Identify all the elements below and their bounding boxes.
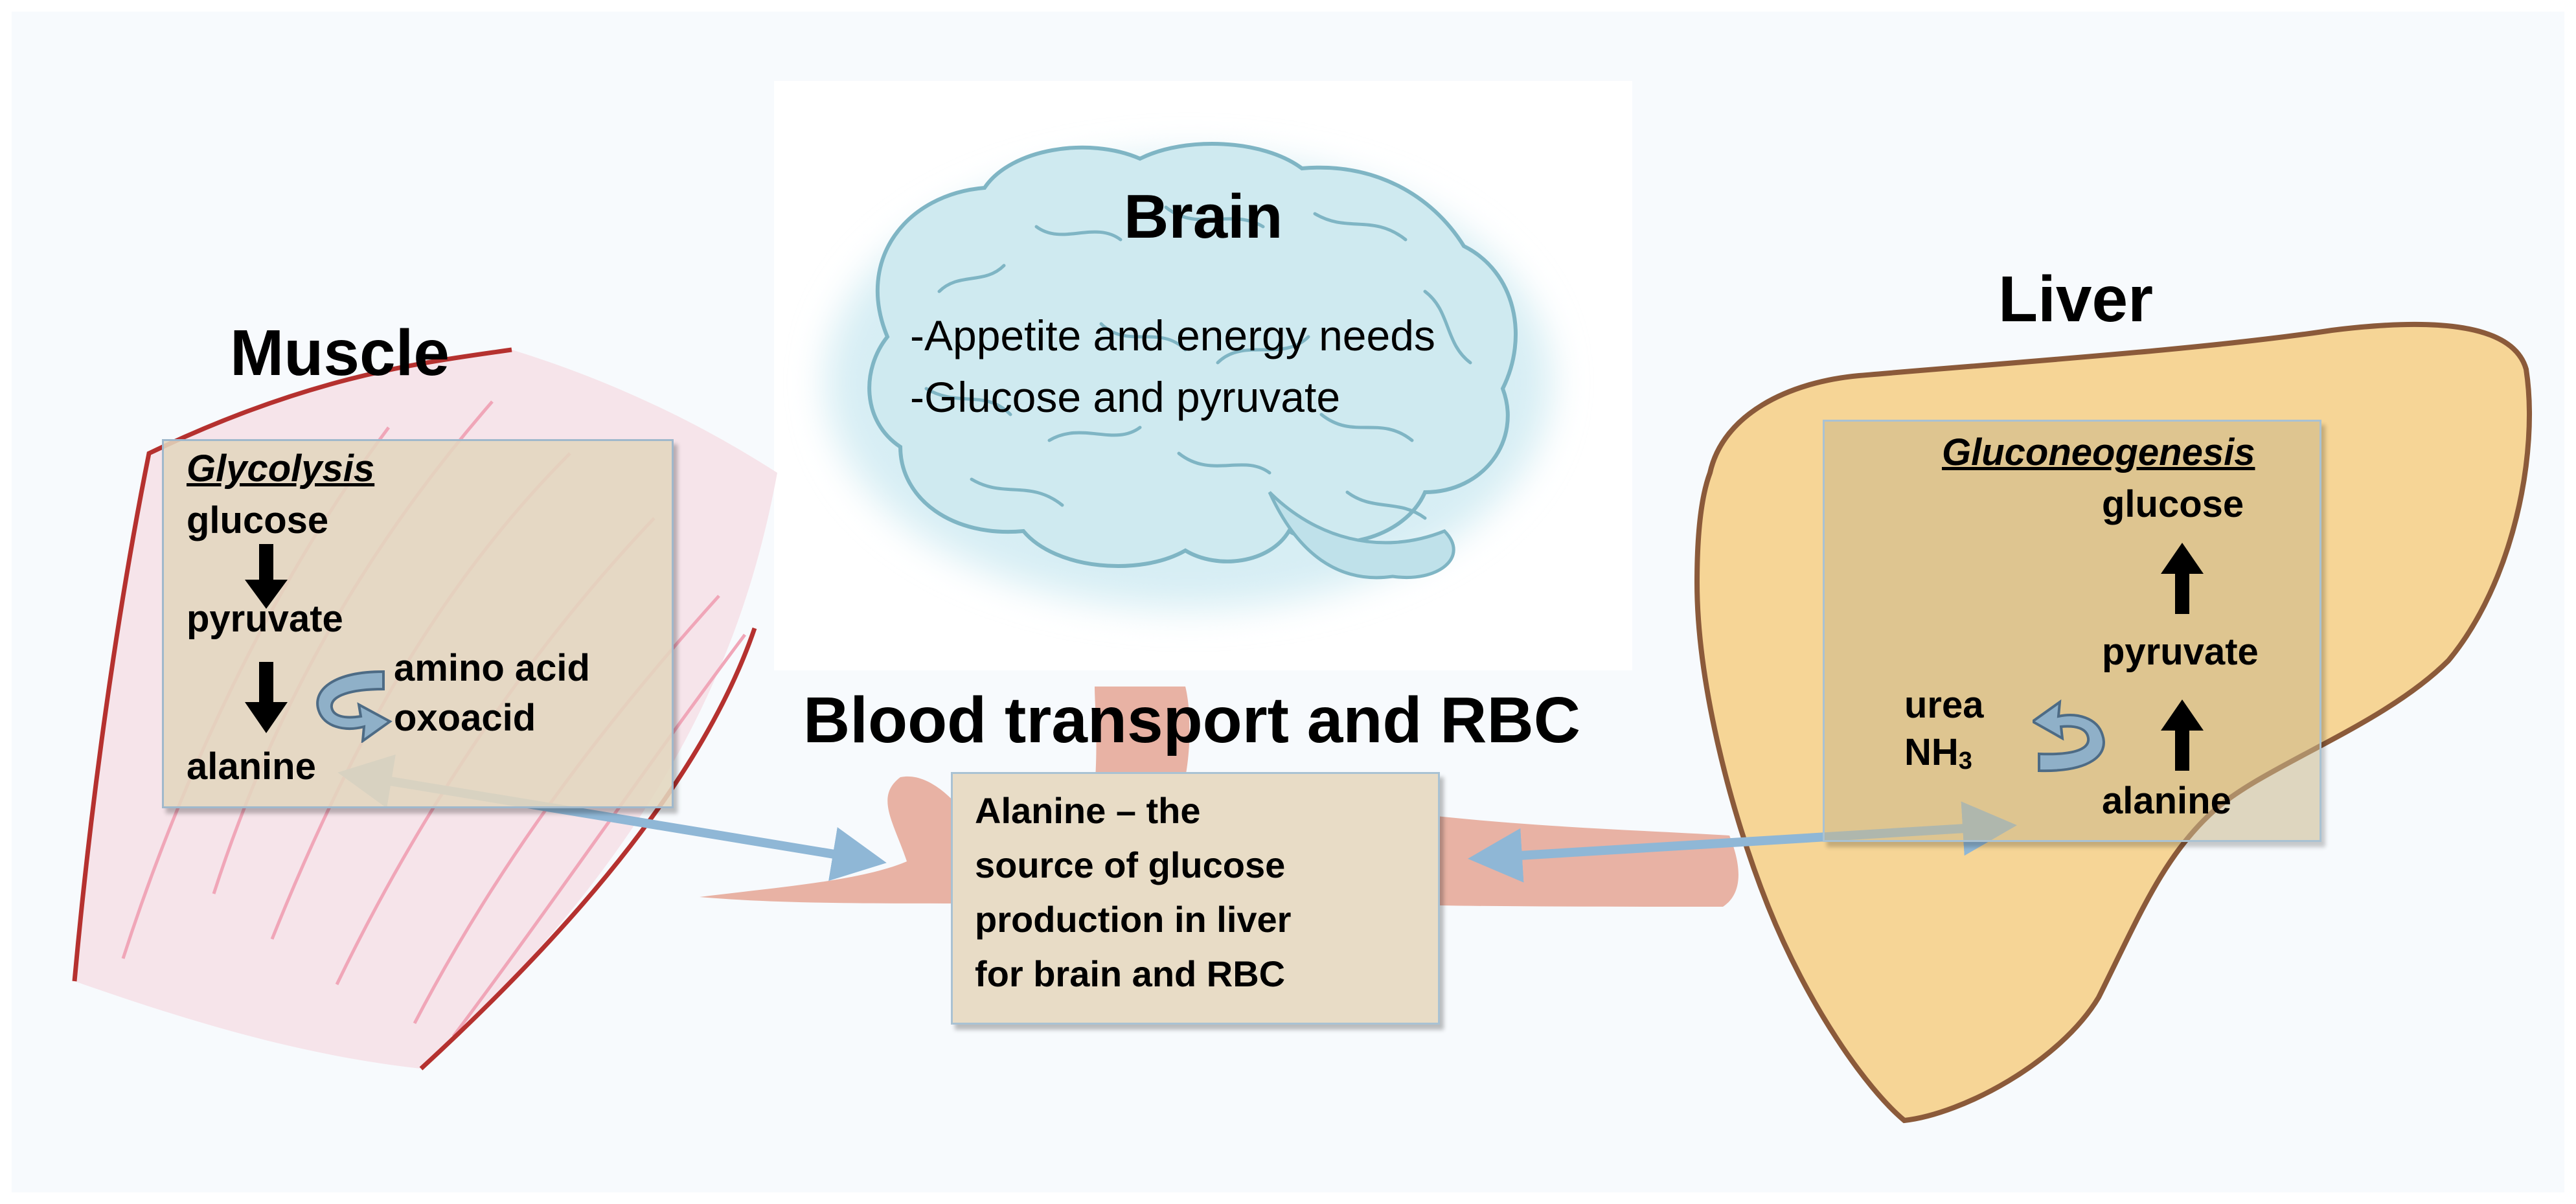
blood-note-line-1: Alanine – the — [975, 790, 1201, 831]
liver-nh3-base: NH — [1904, 731, 1959, 773]
alanine-source-box — [951, 772, 1440, 1025]
gluconeogenesis-box — [1823, 420, 2321, 842]
liver-pyruvate: pyruvate — [2102, 631, 2259, 673]
muscle-pyruvate: pyruvate — [187, 598, 343, 640]
liver-nh3: NH3 — [1904, 731, 1972, 775]
blood-transport-title: Blood transport and RBC — [803, 684, 1580, 756]
curved-arrow-icon — [316, 670, 393, 743]
up-arrow-icon — [2161, 543, 2204, 614]
blood-note-line-4: for brain and RBC — [975, 953, 1286, 994]
muscle-alanine: alanine — [187, 745, 316, 788]
muscle-glucose: glucose — [187, 499, 329, 541]
down-arrow-icon — [245, 544, 288, 609]
brain-image — [826, 142, 1551, 609]
blood-note-line-2: source of glucose — [975, 845, 1286, 885]
liver-urea: urea — [1904, 684, 1984, 726]
brain-line-glucose: -Glucose and pyruvate — [910, 373, 1341, 421]
down-arrow-icon — [245, 662, 288, 733]
up-arrow-icon — [2161, 699, 2204, 771]
liver-nh3-subscript: 3 — [1958, 747, 1972, 775]
curved-arrow-icon — [2033, 699, 2105, 773]
glycolysis-box — [162, 439, 674, 808]
brain-line-appetite: -Appetite and energy needs — [910, 312, 1435, 359]
blood-note-line-3: production in liver — [975, 899, 1292, 940]
muscle-amino-acid: amino acid — [394, 647, 590, 689]
liver-glucose: glucose — [2102, 483, 2244, 525]
muscle-oxoacid: oxoacid — [394, 697, 536, 739]
glycolysis-heading: Glycolysis — [187, 448, 375, 490]
gluconeogenesis-heading: Gluconeogenesis — [1942, 431, 2255, 473]
liver-alanine: alanine — [2102, 780, 2231, 822]
liver-title: Liver — [1998, 263, 2154, 335]
brain-title: Brain — [1124, 182, 1283, 251]
muscle-title: Muscle — [230, 317, 450, 389]
